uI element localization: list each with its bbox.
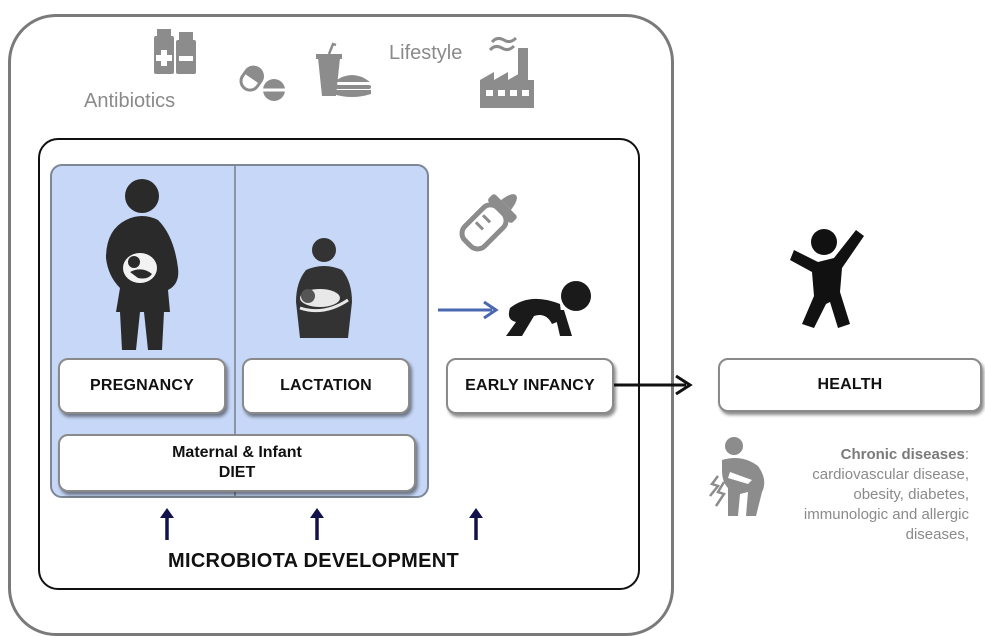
chronic-line: diseases, — [905, 526, 969, 543]
capsule-pill-icon — [239, 65, 286, 101]
diet-line-2: DIET — [218, 464, 256, 481]
diet-line-1: Maternal & Infant — [172, 444, 302, 461]
jumping-person-icon — [790, 229, 864, 328]
pregnancy-box: PREGNANCY — [58, 358, 226, 414]
chronic-colon: : — [964, 446, 969, 463]
up-arrow-icon — [469, 508, 483, 540]
chronic-line: immunologic and allergic — [803, 506, 969, 523]
chronic-line: cardiovascular disease, — [812, 466, 969, 483]
baby-bottle-icon — [459, 194, 517, 252]
chronic-title: Chronic diseases — [840, 446, 965, 463]
fast-food-icon — [316, 42, 371, 97]
breastfeeding-mother-icon — [296, 238, 352, 338]
antibiotics-label: Antibiotics — [84, 90, 176, 112]
crawling-baby-icon — [506, 281, 591, 336]
microbiota-development-label: MICROBIOTA DEVELOPMENT — [168, 550, 460, 572]
chronic-diseases-text: Chronic diseases: cardiovascular disease… — [739, 445, 969, 545]
health-box: HEALTH — [718, 358, 982, 412]
lactation-box: LACTATION — [242, 358, 410, 414]
up-arrow-icon — [160, 508, 174, 540]
lifestyle-label: Lifestyle — [389, 42, 463, 64]
diet-box: Maternal & Infant DIET — [58, 434, 416, 492]
transition-arrow-icon — [438, 300, 499, 320]
stage-divider — [234, 166, 236, 496]
pregnant-woman-icon — [106, 179, 179, 350]
medicine-bottles-icon — [154, 29, 196, 74]
health-arrow-icon — [614, 374, 693, 396]
up-arrow-icon — [310, 508, 324, 540]
factory-icon — [480, 36, 534, 108]
chronic-title-line: Chronic diseases: — [739, 445, 969, 465]
early-infancy-box: EARLY INFANCY — [446, 358, 614, 414]
sick-person-icon — [709, 437, 765, 516]
chronic-line: obesity, diabetes, — [853, 486, 969, 503]
